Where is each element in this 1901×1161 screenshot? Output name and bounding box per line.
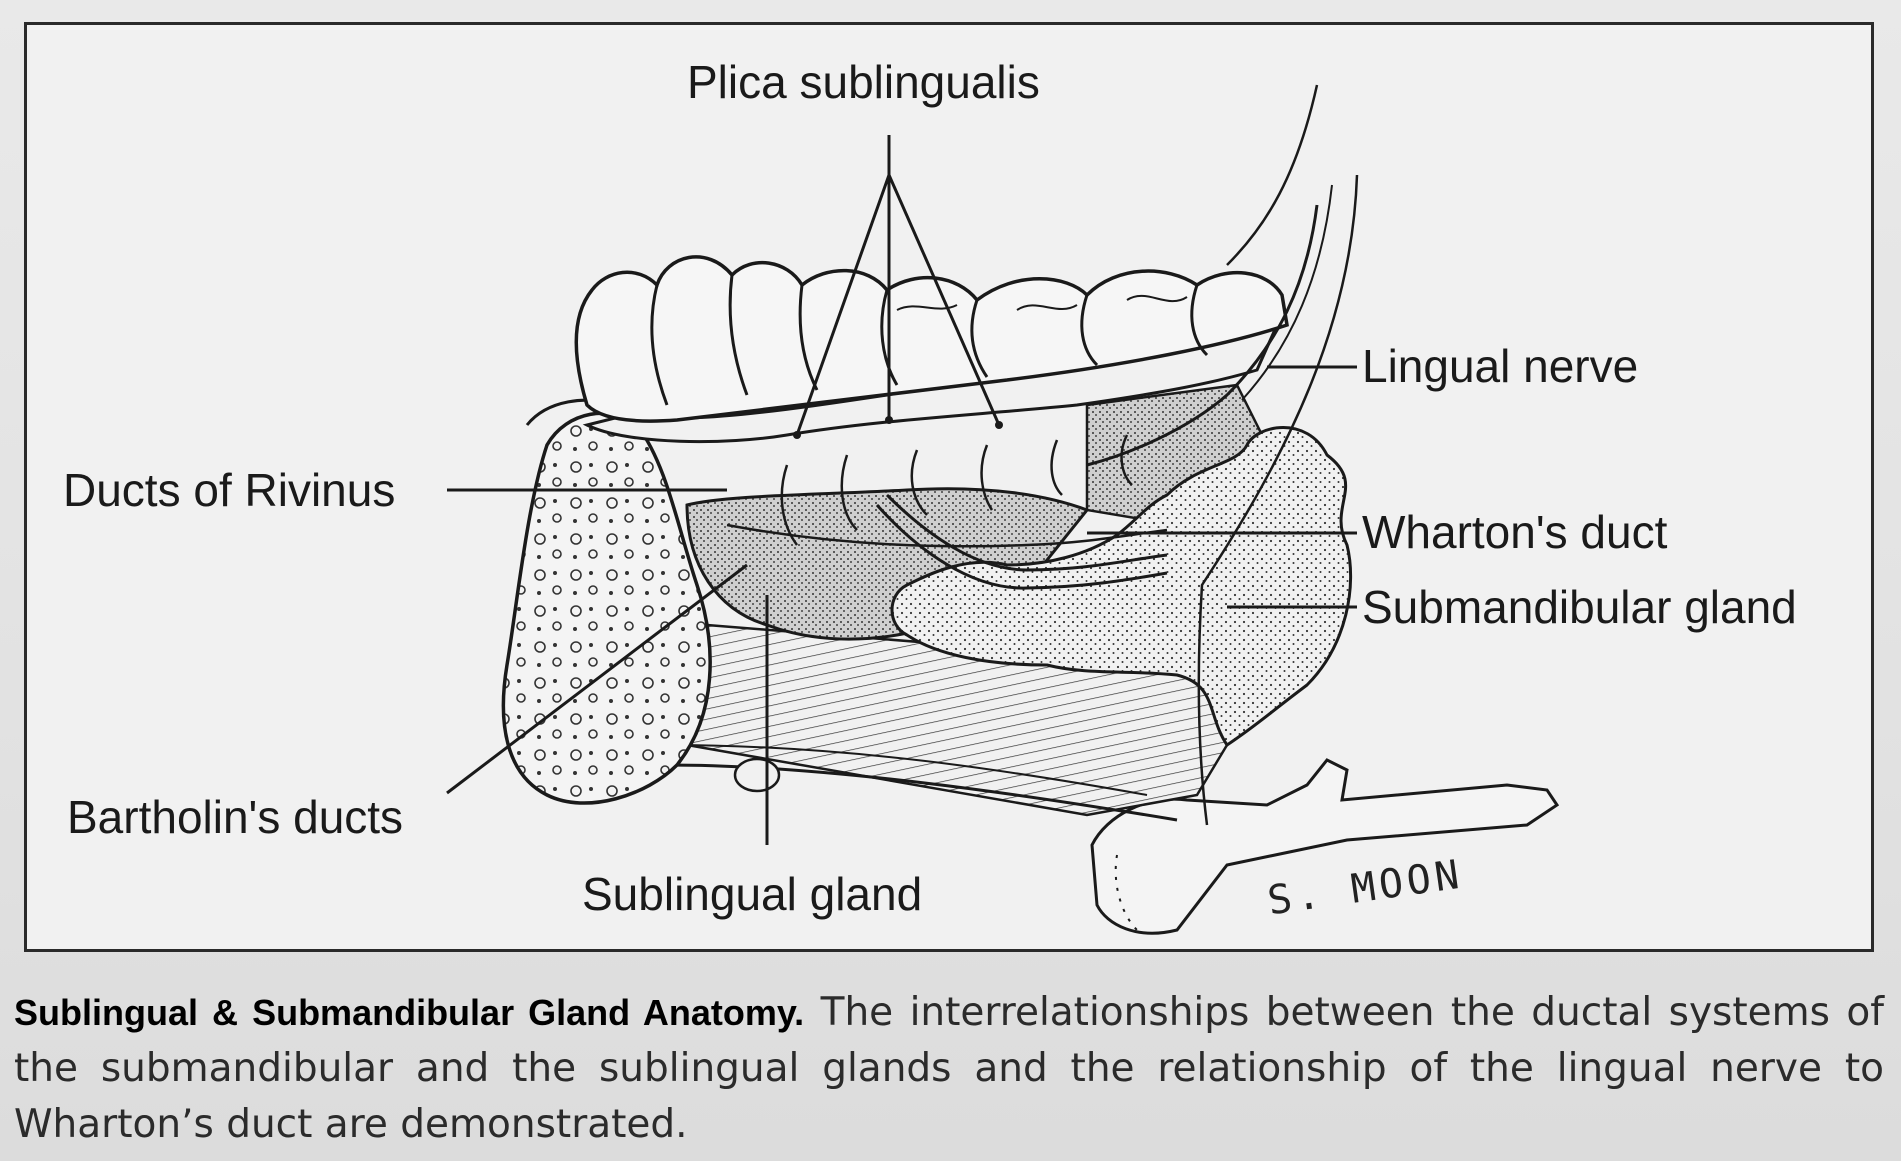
mandible-cross-section bbox=[501, 411, 712, 805]
label-plica-sublingualis: Plica sublingualis bbox=[687, 56, 1040, 108]
caption-body: The interrelationships between the ducta… bbox=[14, 990, 1884, 1147]
teeth-row bbox=[574, 255, 1289, 423]
caption-title: Sublingual & Submandibular Gland Anatomy… bbox=[14, 992, 805, 1033]
whartons-duct-path bbox=[885, 493, 1168, 572]
ducts-of-rivinus bbox=[780, 434, 1133, 546]
leader-lines bbox=[446, 135, 1357, 845]
hyoid-bone-shape bbox=[1090, 758, 1560, 935]
anatomy-figure: Plica sublingualis Lingual nerve Ducts o… bbox=[24, 22, 1874, 952]
label-ducts-of-rivinus: Ducts of Rivinus bbox=[63, 464, 396, 516]
label-lingual-nerve: Lingual nerve bbox=[1362, 340, 1639, 392]
label-whartons-duct: Wharton's duct bbox=[1362, 506, 1668, 558]
label-submandibular-gland: Submandibular gland bbox=[1362, 581, 1797, 633]
anatomy-illustration bbox=[446, 84, 1560, 935]
figure-caption: Sublingual & Submandibular Gland Anatomy… bbox=[14, 985, 1884, 1153]
lingual-nerve-path bbox=[1226, 84, 1319, 266]
label-sublingual-gland: Sublingual gland bbox=[582, 868, 923, 920]
label-bartholins-ducts: Bartholin's ducts bbox=[67, 791, 404, 843]
submandibular-gland-shape bbox=[890, 426, 1353, 748]
caption-text: Sublingual & Submandibular Gland Anatomy… bbox=[14, 985, 1884, 1153]
